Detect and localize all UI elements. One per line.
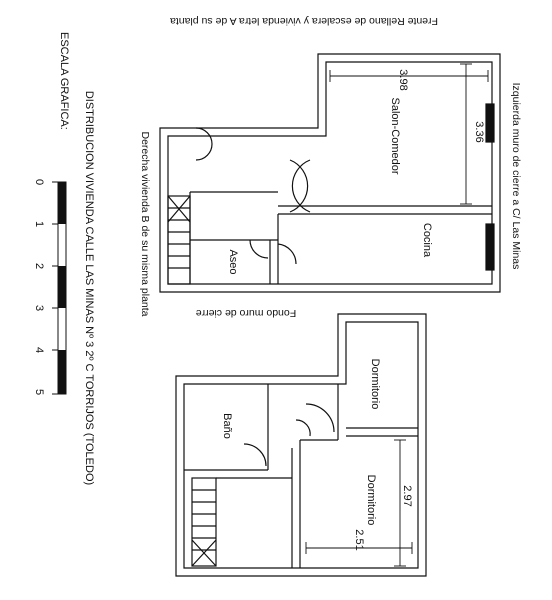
dim-251: 2.51: [353, 529, 365, 550]
scale-tick: 0: [33, 179, 45, 185]
fondo-label: Fondo muro de cierre: [196, 307, 297, 319]
scale-tick: 5: [33, 389, 45, 395]
lower-plan: [175, 313, 427, 577]
room-dormitorio-2: Dormitorio: [365, 475, 377, 526]
dim-336: 3.36: [473, 121, 485, 142]
dim-297: 2.97: [401, 485, 413, 506]
escala-label: ESCALA GRAFICA:: [58, 32, 70, 130]
scale-tick: 1: [33, 221, 45, 227]
scale-tick: 3: [33, 305, 45, 311]
stairs-upper: [167, 195, 191, 285]
room-dormitorio-1: Dormitorio: [369, 359, 381, 410]
izquierda-label: Izquierda muro de cierre a C/ Las Minas: [510, 83, 522, 270]
frente-label: Frente Rellano de escalera y vivienda le…: [170, 15, 438, 27]
room-aseo: Aseo: [227, 249, 239, 274]
distribucion-title: DISTRIBUCION VIVIENDA CALLE LAS MINAS Nº…: [83, 91, 95, 485]
room-cocina: Cocina: [421, 223, 433, 258]
upper-plan: [159, 53, 501, 293]
dim-398: 3.98: [397, 69, 409, 90]
scale-tick: 2: [33, 263, 45, 269]
scale-bar: [52, 181, 67, 395]
stairs-lower: [191, 477, 292, 567]
room-bano: Baño: [221, 413, 233, 439]
room-salon-comedor: Salon-Comedor: [389, 97, 401, 174]
upper-dimensions: [329, 63, 489, 205]
scale-tick: 4: [33, 347, 45, 353]
lower-dimensions: [305, 439, 413, 567]
derecha-label: Derecha vivienda B de su misma planta: [139, 131, 151, 316]
